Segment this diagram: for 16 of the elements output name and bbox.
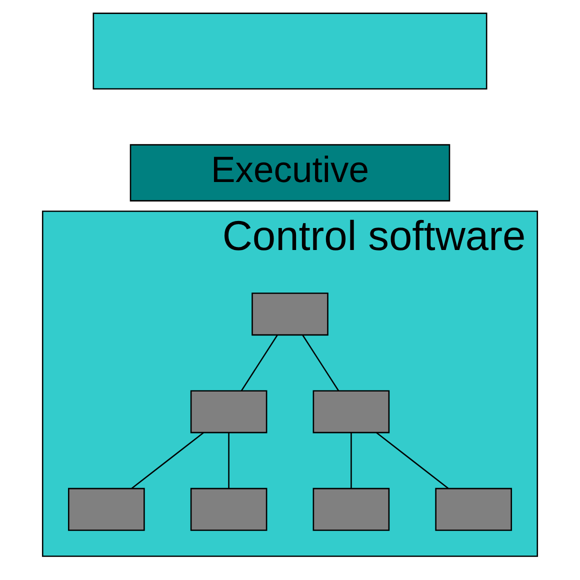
node-box [190, 488, 268, 531]
node-box [190, 390, 268, 434]
connector [302, 334, 340, 392]
node-box [312, 488, 390, 531]
connector [376, 432, 449, 489]
connector [240, 334, 278, 392]
node-box: Executive [130, 144, 450, 202]
node-box [312, 390, 390, 434]
connector [228, 432, 230, 488]
node-box [435, 488, 512, 531]
cluster: Control software [42, 210, 538, 557]
connector [131, 432, 204, 489]
connector [350, 432, 352, 488]
node-box [252, 292, 328, 336]
node-box [68, 488, 145, 531]
node-box [92, 12, 488, 90]
